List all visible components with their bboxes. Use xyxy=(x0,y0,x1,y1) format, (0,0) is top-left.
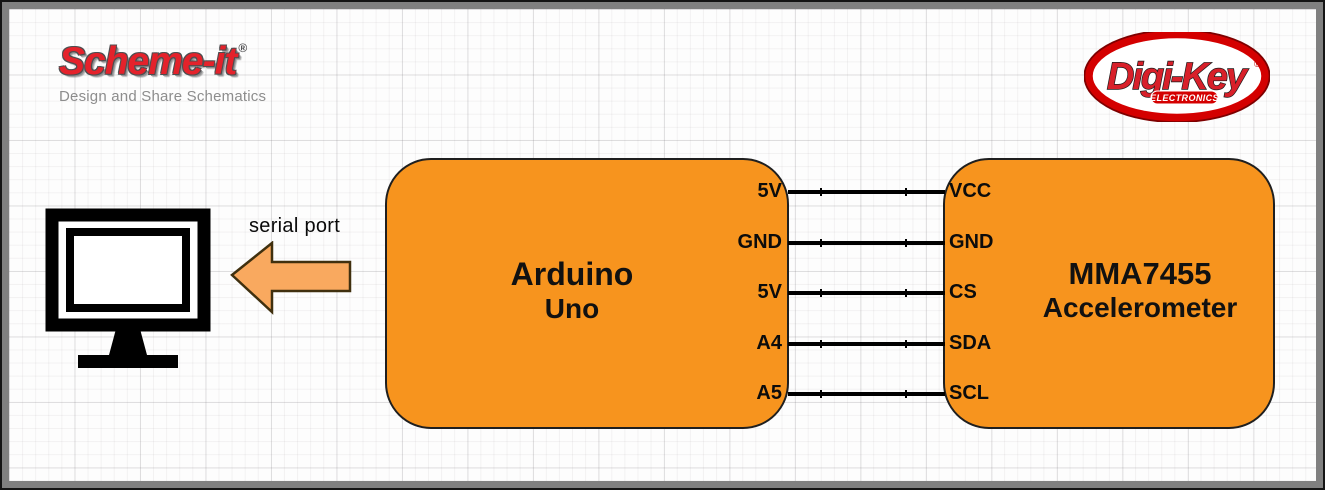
scheme-it-registered-mark: ® xyxy=(238,41,248,55)
monitor-screen xyxy=(66,228,190,312)
accelerometer-pin-scl: SCL xyxy=(949,382,989,404)
serial-port-arrow-icon xyxy=(230,241,352,315)
wire-a4-sda xyxy=(788,340,945,348)
digikey-registered-mark: ® xyxy=(1254,59,1261,69)
digikey-electronics-banner xyxy=(1150,90,1219,105)
accelerometer-pin-gnd: GND xyxy=(949,231,994,253)
digikey-sub-brand-text: ELECTRONICS xyxy=(1150,93,1219,103)
digikey-logo: Digi-Key ELECTRONICS ® xyxy=(1084,32,1270,122)
computer-monitor-icon xyxy=(45,208,211,368)
wire-5v-vcc xyxy=(788,188,945,196)
mma7455-accelerometer-block xyxy=(943,158,1275,429)
wire-5v-cs xyxy=(788,289,945,297)
accelerometer-pin-cs: CS xyxy=(949,281,977,303)
wire-gnd-gnd xyxy=(788,239,945,247)
arduino-pin-a4: A4 xyxy=(756,332,782,354)
monitor-stand-neck xyxy=(109,329,147,355)
left-arrow-shape xyxy=(230,241,352,315)
arduino-title: Arduino xyxy=(510,256,634,292)
monitor-stand-base xyxy=(78,355,178,368)
accelerometer-title: MMA7455 xyxy=(1068,256,1212,291)
scheme-it-logo: Scheme-it® Design and Share Schematics xyxy=(59,40,266,105)
serial-port-label: serial port xyxy=(249,215,341,237)
scheme-it-tagline: Design and Share Schematics xyxy=(59,88,267,105)
arduino-pin-gnd: GND xyxy=(737,231,782,253)
wire-a5-scl xyxy=(788,390,945,398)
arduino-pin-a5: A5 xyxy=(756,382,782,404)
arduino-pin-5v-1: 5V xyxy=(757,180,782,202)
scheme-it-brand-text: Scheme-it xyxy=(59,40,237,83)
arduino-pin-5v-2: 5V xyxy=(757,281,782,303)
arduino-subtitle: Uno xyxy=(544,293,600,324)
accelerometer-pin-vcc: VCC xyxy=(949,180,992,202)
digikey-oval xyxy=(1085,32,1269,122)
accelerometer-pin-sda: SDA xyxy=(949,332,992,354)
accelerometer-subtitle: Accelerometer xyxy=(1042,292,1238,323)
